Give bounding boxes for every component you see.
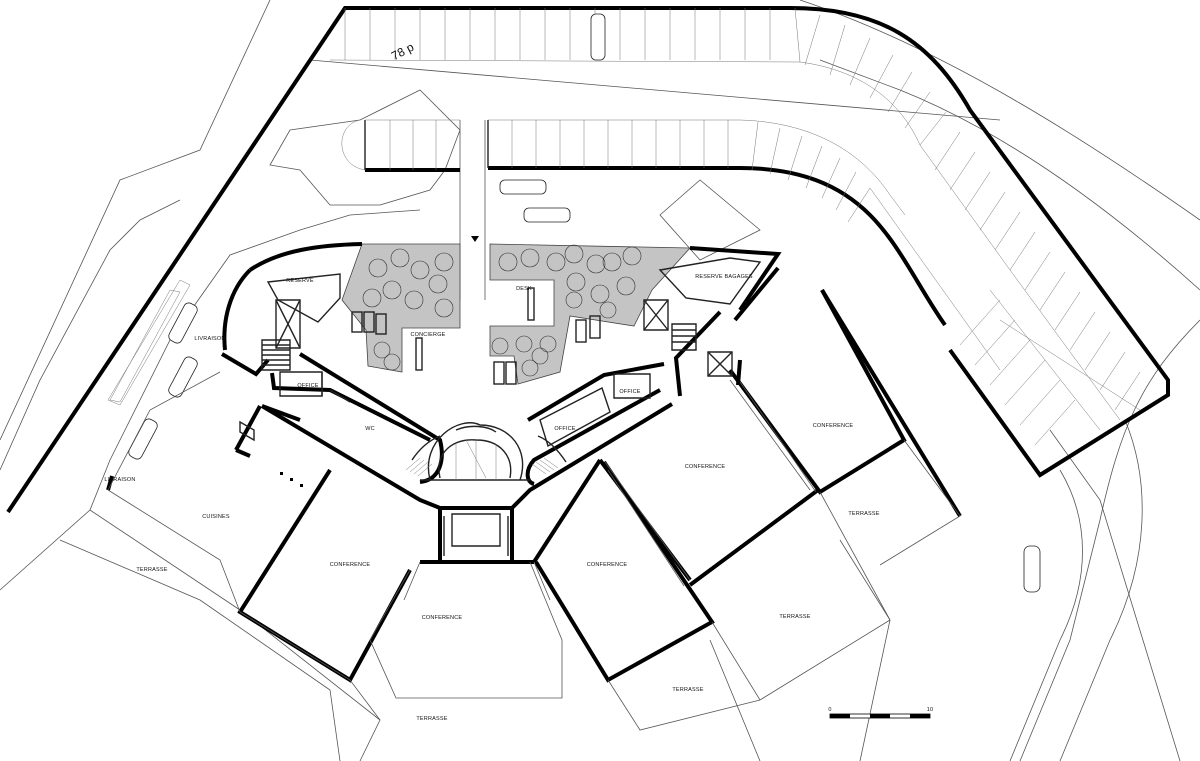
- parking-stalls: [107, 7, 1141, 446]
- scale-bar: 0 10: [828, 707, 934, 719]
- room-label-reserve: RESERVE: [286, 278, 314, 284]
- room-label-terrasse-east: TERRASSE: [779, 614, 810, 620]
- room-label-terrasse-far-east: TERRASSE: [848, 511, 879, 517]
- room-label-conference-left: CONFERENCE: [330, 562, 371, 568]
- room-label-cuisines: CUISINES: [202, 514, 230, 520]
- building-walls: [106, 242, 962, 683]
- interior-lines: [107, 257, 961, 731]
- room-label-conference-far-east: CONFERENCE: [813, 423, 854, 429]
- parking-walls: [6, 6, 1170, 514]
- room-label-conference-east: CONFERENCE: [685, 464, 726, 470]
- garden: [341, 243, 691, 385]
- scale-bar-end: 10: [927, 707, 934, 713]
- room-label-terrasse-south: TERRASSE: [416, 716, 447, 722]
- room-label-wc: WC: [365, 426, 375, 432]
- room-label-desk: DESK: [516, 286, 532, 292]
- scale-bar-start: 0: [828, 707, 831, 713]
- entrance-arrow-icon: [471, 236, 479, 242]
- parking-count-label: 78 p: [389, 40, 416, 63]
- room-label-office-left: OFFICE: [297, 383, 318, 389]
- room-label-office-right: OFFICE: [554, 426, 575, 432]
- trees: [362, 244, 642, 377]
- room-label-livraison-lower: LIVRAISON: [104, 477, 135, 483]
- cars: [128, 13, 1041, 593]
- room-label-conference-right: CONFERENCE: [587, 562, 628, 568]
- room-label-livraison-upper: LIVRAISON: [194, 336, 225, 342]
- room-label-terrasse-west: TERRASSE: [136, 567, 167, 573]
- room-label-concierge: CONCIERGE: [410, 332, 445, 338]
- room-label-conference-center: CONFERENCE: [422, 615, 463, 621]
- room-label-office-right-small: OFFICE: [619, 389, 640, 395]
- room-labels: 78 p RESERVE RESERVE BAGAGES DESK CONCIE…: [104, 40, 879, 722]
- room-label-reserve-bagages: RESERVE BAGAGES: [695, 274, 753, 280]
- room-label-terrasse-southeast: TERRASSE: [672, 687, 703, 693]
